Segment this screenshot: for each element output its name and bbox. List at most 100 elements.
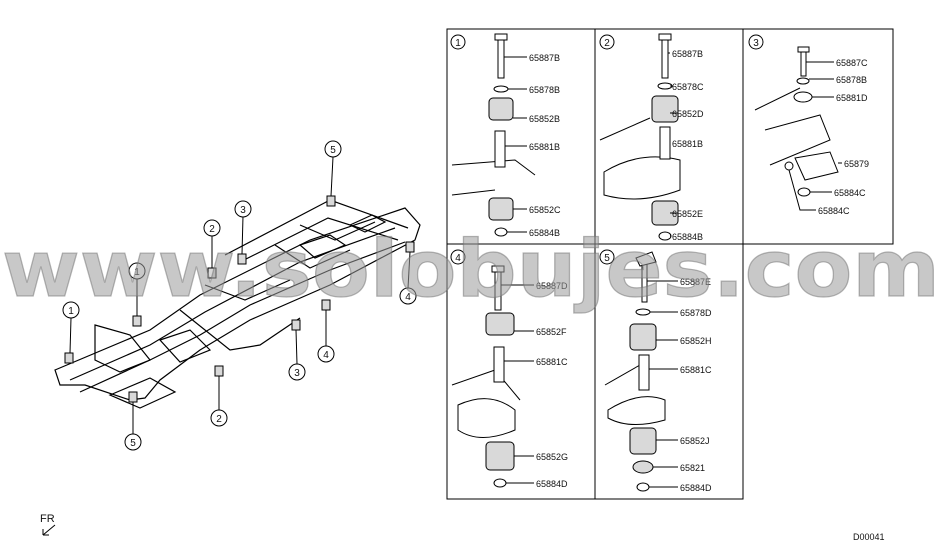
svg-text:65884D: 65884D [680, 483, 712, 493]
bushing-mount [128, 391, 138, 403]
bushing-part [488, 197, 514, 221]
panel-number: 5 [604, 253, 610, 264]
diagram-code: D00041 [853, 532, 885, 542]
svg-text:65852D: 65852D [672, 109, 704, 119]
svg-text:65881D: 65881D [836, 93, 868, 103]
svg-text:65887B: 65887B [672, 49, 703, 59]
svg-text:65852E: 65852E [672, 209, 703, 219]
panel-4-parts: 65887D 65852F 65881C 65852G 65884D [451, 265, 568, 489]
bushing-part [488, 97, 514, 121]
svg-text:65878B: 65878B [529, 85, 560, 95]
panel-2-parts: 65887B 65878C 65852D 65881B 65852E 65884… [599, 33, 704, 242]
svg-text:65852B: 65852B [529, 114, 560, 124]
callout-label: 2 [216, 414, 222, 425]
svg-text:65878D: 65878D [680, 308, 712, 318]
callout-label: 3 [240, 205, 246, 216]
callout-circle [210, 409, 228, 427]
panel-3-border [742, 28, 894, 245]
panel-number: 1 [455, 38, 461, 49]
bracket-part [794, 151, 839, 181]
bushing-part [485, 441, 515, 471]
nut-part [493, 478, 507, 488]
callout-circle [399, 287, 417, 305]
washer-part [796, 77, 810, 85]
bushing-mount [214, 365, 224, 377]
callout-circle [234, 200, 252, 218]
frame-callouts: 5 4 3 2 1 1 2 3 4 5 [62, 140, 417, 451]
svg-text:65878B: 65878B [836, 75, 867, 85]
nut-part [636, 482, 650, 492]
svg-text:65887C: 65887C [836, 58, 868, 68]
callout-circle [124, 433, 142, 451]
bushing-part [629, 323, 657, 351]
bushing-mount [326, 195, 336, 207]
svg-text:65884C: 65884C [834, 188, 866, 198]
bushing-mount [291, 319, 301, 331]
front-direction-indicator: FR [40, 513, 56, 536]
callout-circle [317, 345, 335, 363]
svg-text:65887B: 65887B [529, 53, 560, 63]
bushing-part [629, 427, 657, 455]
callout-circle [128, 262, 146, 280]
callout-label: 1 [68, 306, 74, 317]
svg-text:65884B: 65884B [672, 232, 703, 242]
callout-circle [203, 219, 221, 237]
svg-text:65852G: 65852G [536, 452, 568, 462]
svg-text:65852C: 65852C [529, 205, 561, 215]
bushing-mount [64, 352, 74, 364]
watermark-text: www.solobujes.com [2, 225, 940, 315]
bracket-part [635, 251, 657, 267]
svg-text:65852F: 65852F [536, 327, 567, 337]
svg-text:65887E: 65887E [680, 277, 711, 287]
callout-label: 2 [209, 224, 215, 235]
svg-text:65881C: 65881C [536, 357, 568, 367]
svg-text:65887D: 65887D [536, 281, 568, 291]
arrow-icon [42, 524, 56, 536]
svg-text:65881B: 65881B [529, 142, 560, 152]
svg-text:65881C: 65881C [680, 365, 712, 375]
fr-label: FR [40, 513, 55, 525]
svg-text:65884C: 65884C [818, 206, 850, 216]
svg-text:65821: 65821 [680, 463, 705, 473]
panel-5-border [594, 243, 744, 500]
svg-text:65878C: 65878C [672, 82, 704, 92]
cushion-part [632, 460, 654, 474]
collar-part [793, 91, 813, 103]
panel-5-parts: 65887E 65878D 65852H 65881C 65852J 65821… [604, 251, 712, 493]
callout-label: 3 [294, 368, 300, 379]
washer-part [493, 85, 509, 93]
collar-part [659, 126, 671, 160]
callout-circle [62, 301, 80, 319]
callout-circle [324, 140, 342, 158]
detail-panels: 1 2 3 4 5 [446, 28, 894, 500]
bushing-mount [132, 315, 142, 327]
bolt-part [661, 37, 669, 79]
panel-number: 3 [753, 38, 759, 49]
nut-part [797, 187, 811, 197]
panel-1-border [446, 28, 596, 245]
svg-text:65879: 65879 [844, 159, 869, 169]
svg-text:65852H: 65852H [680, 336, 712, 346]
callout-circle [288, 363, 306, 381]
panel-1-parts: 65887B 65878B 65852B 65881B 65852C 65884… [451, 33, 561, 238]
svg-text:65852J: 65852J [680, 436, 710, 446]
chassis-frame [54, 199, 421, 409]
bushing-part [485, 312, 515, 336]
washer-part [657, 82, 673, 90]
callout-label: 5 [330, 145, 336, 156]
panel-number: 2 [604, 38, 610, 49]
callout-label: 4 [323, 350, 329, 361]
bushing-part [651, 95, 679, 123]
callout-label: 4 [405, 292, 411, 303]
nut-part [784, 161, 794, 171]
callout-label: 1 [134, 267, 140, 278]
collar-part [494, 130, 506, 168]
svg-text:65884D: 65884D [536, 479, 568, 489]
panel-3-parts: 65887C 65878B 65881D 65879 65884C 65884C [754, 46, 869, 216]
collar-part [493, 346, 505, 383]
svg-text:65884B: 65884B [529, 228, 560, 238]
svg-text:65881B: 65881B [672, 139, 703, 149]
callout-label: 5 [130, 438, 136, 449]
collar-part [638, 354, 650, 391]
